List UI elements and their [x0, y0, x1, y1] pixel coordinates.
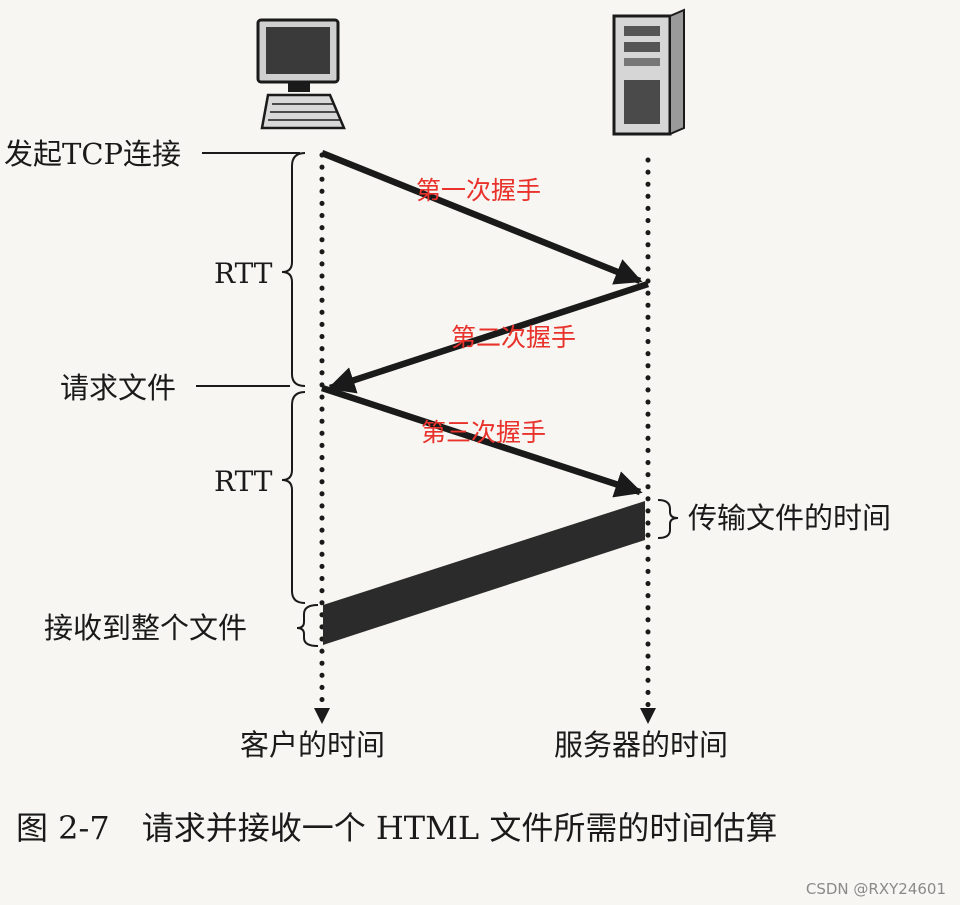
desktop-computer-icon [256, 18, 346, 130]
third-handshake-arrow [320, 384, 643, 498]
rtt-label-2: RTT [214, 465, 273, 498]
request-file-label: 请求文件 [60, 371, 176, 405]
rtt-brace-1 [281, 152, 306, 387]
transfer-time-label: 传输文件的时间 [688, 501, 891, 535]
first-handshake-arrow [320, 149, 643, 285]
first-handshake-label: 第一次握手 [416, 176, 541, 205]
client-timeline-arrow [314, 708, 330, 724]
second-handshake-label: 第二次握手 [451, 323, 576, 352]
rtt-label-1: RTT [214, 257, 273, 290]
transfer-brace [657, 499, 679, 539]
second-handshake-arrow [327, 280, 650, 394]
rtt-brace-2 [281, 391, 306, 604]
server-time-label: 服务器的时间 [554, 728, 728, 762]
third-handshake-label: 第三次握手 [421, 418, 546, 447]
tower-server-icon [612, 8, 685, 136]
figure-caption: 图 2-7 请求并接收一个 HTML 文件所需的时间估算 [16, 809, 777, 847]
file-transfer-band [323, 501, 645, 645]
client-time-label: 客户的时间 [240, 728, 385, 762]
receive-brace [296, 604, 319, 647]
server-timeline-arrow [640, 708, 656, 724]
csdn-watermark: CSDN @RXY24601 [806, 880, 946, 898]
receive-file-label: 接收到整个文件 [44, 611, 247, 645]
initiate-tcp-label: 发起TCP连接 [4, 137, 181, 171]
